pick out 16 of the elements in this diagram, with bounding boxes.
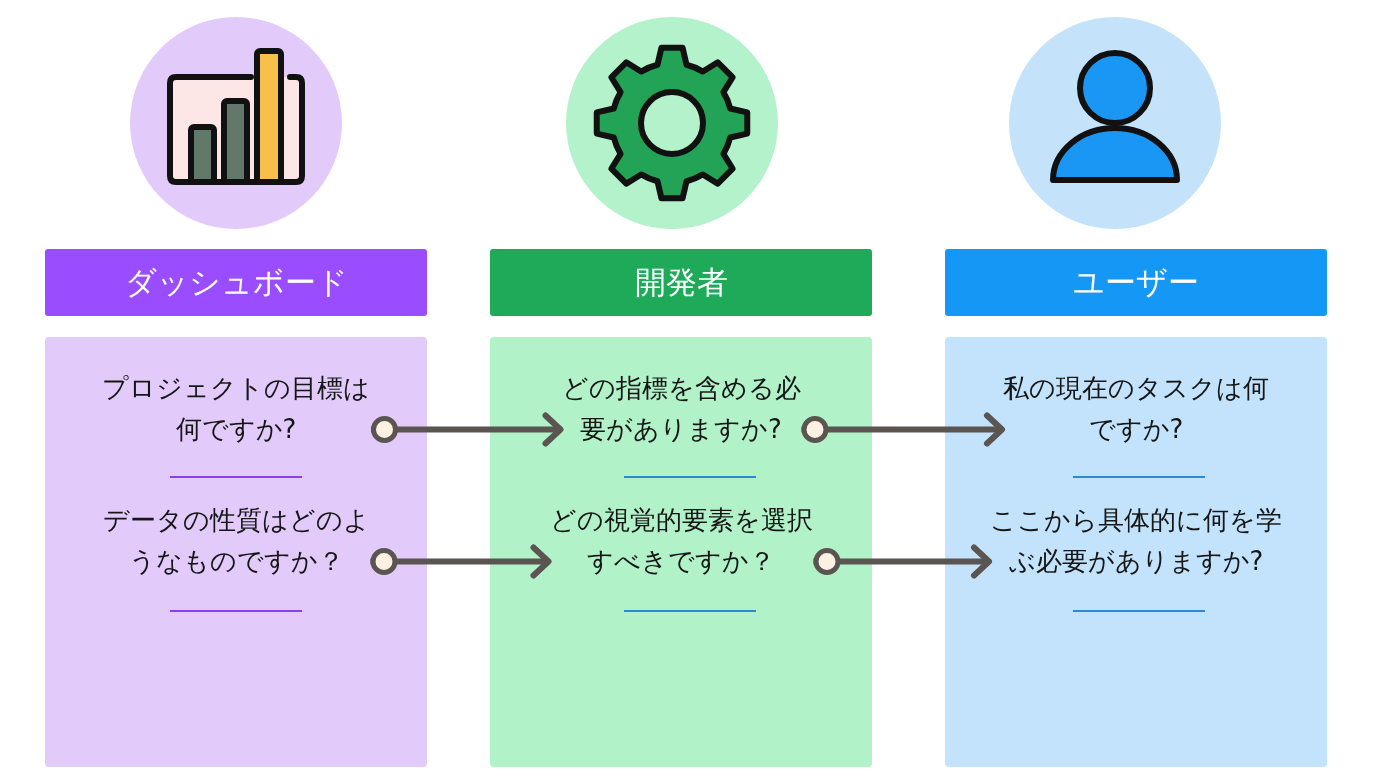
question-text: 私の現在のタスクは何ですか? — [1002, 368, 1270, 450]
column-panel — [45, 337, 427, 767]
question-text: データの性質はどのようなものですか？ — [101, 500, 371, 582]
arrow — [801, 412, 1005, 447]
arrow — [813, 544, 992, 579]
question-text: どの視覚的要素を選択すべきですか？ — [548, 500, 814, 582]
column-panel — [490, 337, 872, 767]
question-text: どの指標を含める必要がありますか? — [560, 368, 802, 450]
column-panel — [945, 337, 1327, 767]
column-header: ダッシュボード — [45, 249, 427, 316]
column-header: ユーザー — [945, 249, 1327, 316]
arrow — [371, 412, 564, 447]
question-text: ここから具体的に何を学ぶ必要がありますか? — [989, 500, 1283, 582]
arrow — [370, 544, 552, 579]
question-text: プロジェクトの目標は何ですか? — [101, 368, 371, 450]
column-header: 開発者 — [490, 249, 872, 316]
